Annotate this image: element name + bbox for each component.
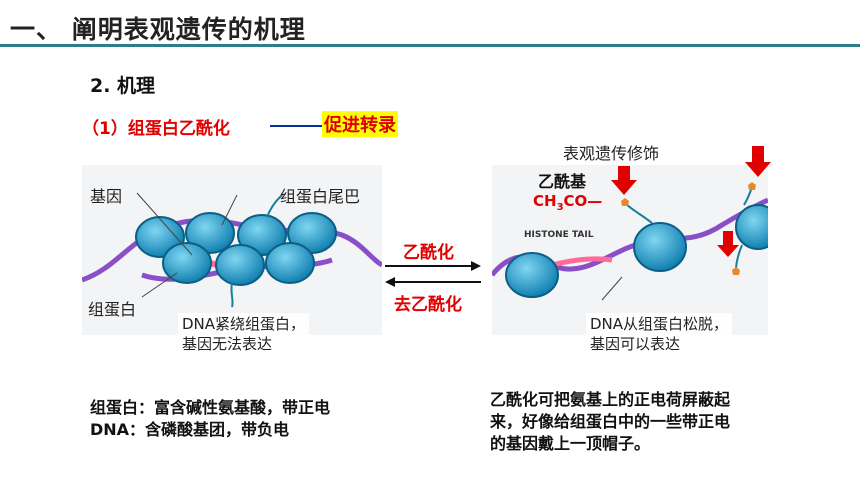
- label-histone-tail: 组蛋白尾巴: [280, 187, 361, 206]
- acetyl-arrow-icon: [717, 231, 739, 257]
- acetyl-formula-pre: CH: [533, 192, 557, 210]
- acetyl-formula-sub: 3: [556, 202, 564, 213]
- nucleosome: [735, 204, 768, 250]
- right-caption-line1: DNA从组蛋白松脱，: [590, 315, 729, 333]
- deacetylation-label: 去乙酰化: [394, 295, 462, 315]
- acetyl-group: [621, 198, 629, 206]
- nucleosome: [265, 242, 315, 284]
- reverse-arrowhead: [385, 277, 395, 287]
- nucleosome: [633, 222, 687, 272]
- left-caption-line1: DNA紧绕组蛋白，: [182, 315, 306, 333]
- acetyl-formula: CH3CO—: [533, 192, 602, 213]
- tail-pointer-line: [221, 194, 238, 226]
- charge-notes: 组蛋白：富含碱性氨基酸，带正电 DNA：含磷酸基团，带负电: [90, 397, 330, 441]
- reaction-arrows: [385, 261, 481, 287]
- condensed-chromatin-illustration: [82, 192, 382, 308]
- heading-connector-line: [270, 125, 322, 127]
- mechanism-heading: （1）组蛋白乙酰化: [82, 119, 230, 139]
- page-title: 一、 阐明表观遗传的机理: [10, 15, 306, 44]
- histone-tail: [624, 202, 653, 224]
- nucleosome: [215, 244, 265, 286]
- acetyl-group: [748, 182, 756, 190]
- histone-tail: [266, 194, 283, 218]
- acetylation-explanation: 乙酰化可把氨基上的正电荷屏蔽起 来，好像给组蛋白中的一些带正电 的基因戴上一顶帽…: [490, 389, 730, 455]
- explanation-line1: 乙酰化可把氨基上的正电荷屏蔽起: [490, 390, 731, 409]
- right-caption-line2: 基因可以表达: [590, 335, 681, 353]
- note-histone-charge: 组蛋白：富含碱性氨基酸，带正电: [90, 398, 331, 417]
- histone-tail-label: HISTONE TAIL: [524, 230, 594, 240]
- forward-arrowhead: [471, 261, 481, 271]
- left-caption: DNA紧绕组蛋白， 基因无法表达: [178, 313, 310, 355]
- note-dna-charge: DNA：含磷酸基团，带负电: [90, 420, 290, 439]
- acetylation-label: 乙酰化: [403, 243, 454, 263]
- acetyl-arrow-icon: [611, 166, 637, 195]
- acetyl-formula-post: CO—: [563, 192, 603, 210]
- acetyl-arrow-icon: [745, 146, 771, 177]
- title-divider: [0, 44, 860, 47]
- left-caption-line2: 基因无法表达: [182, 335, 273, 353]
- label-gene: 基因: [90, 187, 123, 206]
- condensed-chromatin-panel: [82, 165, 382, 335]
- label-histone: 组蛋白: [88, 300, 137, 319]
- caption-pointer-line: [601, 276, 623, 301]
- mechanism-highlight: 促进转录: [322, 111, 398, 137]
- nucleosome: [185, 212, 235, 254]
- explanation-line2: 来，好像给组蛋白中的一些带正电: [490, 412, 731, 431]
- histone-tail: [230, 282, 234, 308]
- gene-pointer-line: [136, 192, 193, 256]
- histone-pointer-line: [141, 272, 178, 298]
- right-caption: DNA从组蛋白松脱， 基因可以表达: [586, 313, 733, 355]
- acetyl-label: 乙酰基: [538, 172, 587, 191]
- explanation-line3: 的基因戴上一顶帽子。: [490, 434, 651, 453]
- epigenetic-modification-header: 表观遗传修饰: [563, 144, 660, 163]
- gene-segment: [551, 256, 613, 268]
- histone-tail: [735, 244, 743, 271]
- section-subtitle: 2. 机理: [90, 75, 156, 97]
- nucleosome: [162, 242, 212, 284]
- acetyl-group: [732, 267, 740, 275]
- nucleosome: [505, 252, 559, 298]
